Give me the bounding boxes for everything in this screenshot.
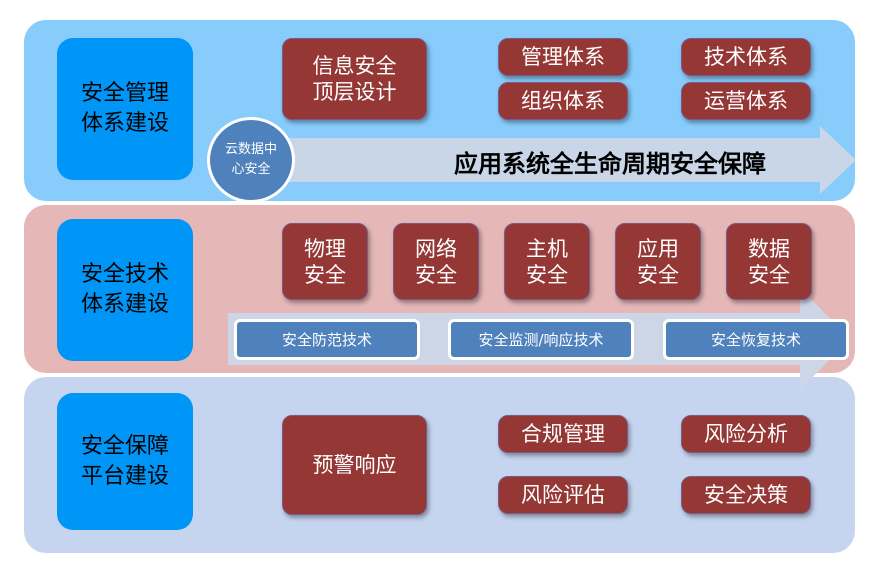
layer-label-management: 安全管理体系建设 [57,38,193,180]
label-line: 体系建设 [80,111,169,136]
management-system-box: 管理体系 [498,38,628,76]
operation-system-box: 运营体系 [681,82,811,120]
network-security-box: 网络安全 [393,223,479,300]
label-line: 安全技术 [80,262,169,287]
compliance-management-box: 合规管理 [498,415,628,453]
box-line: 主机 [526,236,568,261]
prevention-technique-box: 安全防范技术 [234,319,420,360]
box-line: 物理 [304,236,346,261]
box-line: 顶层设计 [312,80,397,104]
label-line: 安全管理 [80,81,169,106]
risk-analysis-box: 风险分析 [681,415,811,453]
technical-system-box: 技术体系 [681,38,811,76]
warning-response-box: 预警响应 [282,415,427,515]
data-security-box: 数据安全 [726,223,812,300]
lifecycle-arrow-title: 应用系统全生命周期安全保障 [454,150,766,178]
monitoring-response-technique-box: 安全监测/响应技术 [448,319,634,360]
application-security-box: 应用安全 [615,223,701,300]
host-security-box: 主机安全 [504,223,590,300]
box-line: 安全 [637,262,679,287]
box-line: 安全 [748,262,790,287]
box-line: 应用 [637,236,679,261]
circle-line: 心安全 [231,162,271,177]
layer-label-technology: 安全技术体系建设 [57,219,193,361]
box-line: 安全 [304,262,346,287]
box-line: 安全 [415,262,457,287]
box-line: 安全 [526,262,568,287]
circle-line: 云数据中 [224,142,277,157]
physical-security-box: 物理安全 [282,223,368,300]
label-line: 安全保障 [80,433,169,459]
box-line: 网络 [415,236,457,261]
recovery-technique-box: 安全恢复技术 [663,319,849,360]
lifecycle-arrow [230,126,856,194]
box-line: 数据 [748,236,790,261]
risk-assessment-box: 风险评估 [498,476,628,514]
label-line: 平台建设 [80,463,169,489]
layer-label-platform: 安全保障平台建设 [57,393,193,530]
cloud-datacenter-security-circle: 云数据中心安全 [207,117,295,203]
top-level-design-box: 信息安全顶层设计 [282,38,427,120]
organization-system-box: 组织体系 [498,82,628,120]
security-decision-box: 安全决策 [681,476,811,514]
box-line: 信息安全 [312,54,397,78]
label-line: 体系建设 [80,292,169,317]
